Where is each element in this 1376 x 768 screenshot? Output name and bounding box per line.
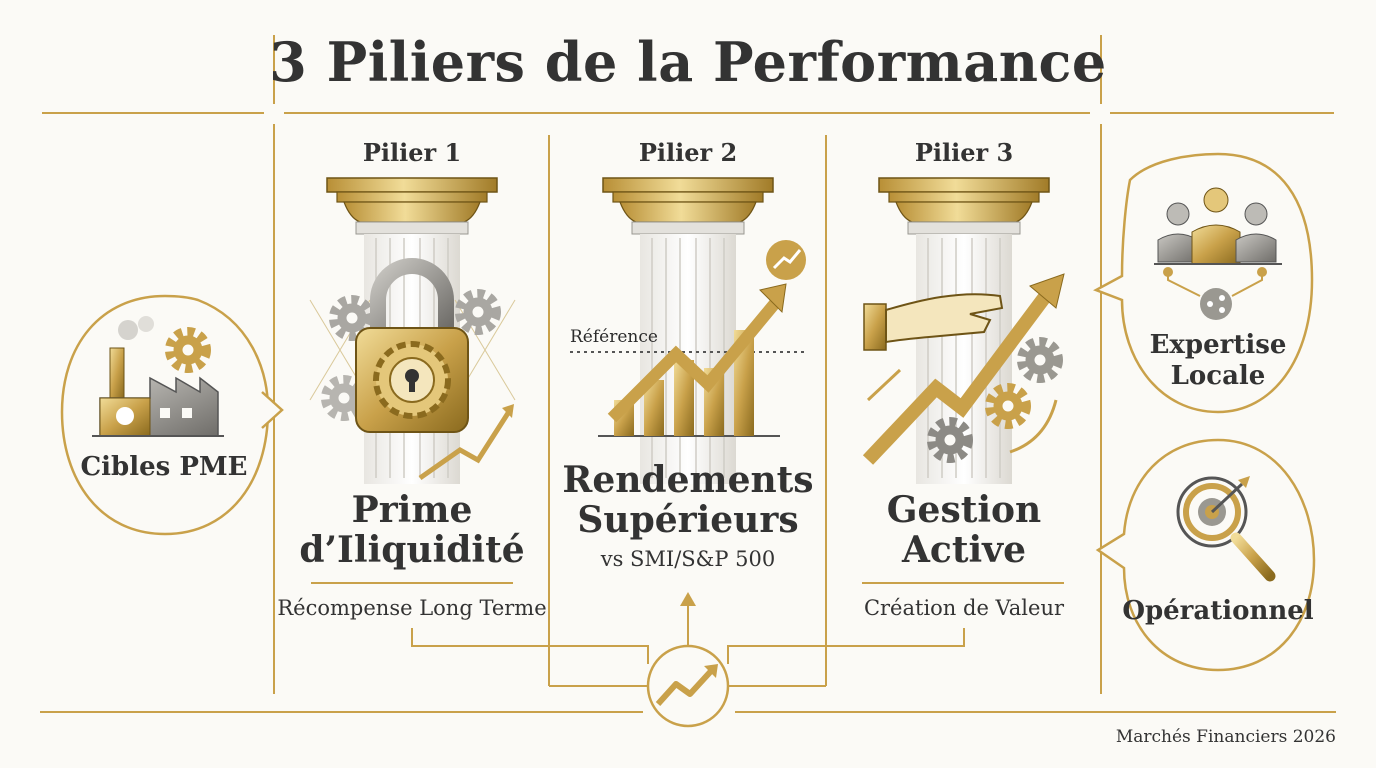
pillar-3-description: Création de Valeur	[863, 596, 1065, 620]
pillar-1-name: Prime d’Iliquidité	[299, 489, 525, 571]
pillar-2-benchmark: vs SMI/S&P 500	[600, 547, 776, 571]
hand-gears-icon	[862, 273, 1065, 465]
pillar-3-name: Gestion Active	[886, 489, 1042, 571]
reference-label: Référence	[570, 327, 658, 347]
pillar-1-label: Pilier 1	[362, 138, 462, 167]
rising-chart-icon	[570, 240, 806, 437]
factory-icon	[92, 316, 224, 437]
pillar-3-label: Pilier 3	[914, 138, 1014, 167]
right-bottom-bubble-text: Opérationnel	[1122, 596, 1314, 626]
padlock-icon	[309, 258, 516, 481]
page-title: 3 Piliers de la Performance	[269, 30, 1107, 94]
pillar-1-description: Récompense Long Terme	[277, 596, 547, 620]
right-top-bubble-text: Expertise Locale	[1149, 330, 1287, 391]
up-arrow-icon	[680, 592, 696, 606]
target-magnifier-icon	[1176, 476, 1276, 582]
footer-text: Marchés Financiers 2026	[1115, 727, 1336, 747]
team-icon	[1154, 187, 1282, 320]
left-bubble-text: Cibles PME	[80, 452, 248, 482]
right-bottom-speech-bubble	[1095, 438, 1316, 672]
pillar-2-name: Rendements Supérieurs	[562, 459, 814, 541]
growth-badge-icon	[646, 644, 730, 728]
pillar-2-label: Pilier 2	[638, 138, 738, 167]
